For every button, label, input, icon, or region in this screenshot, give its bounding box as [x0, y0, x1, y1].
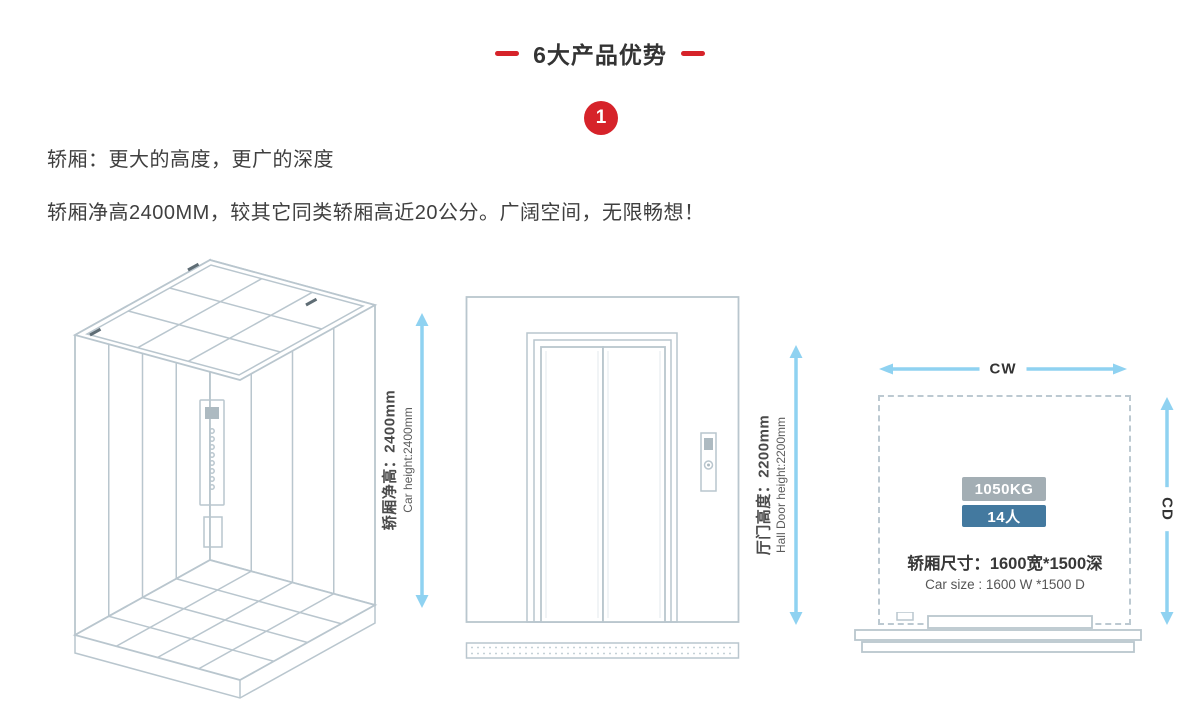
- door-panels: [540, 346, 666, 623]
- door-height-label-en: Hall Door height:2200mm: [774, 416, 788, 554]
- title-dash-right: [680, 50, 705, 56]
- car-ceiling-grid: [72, 259, 378, 381]
- intro-description: 轿厢净高2400MM，较其它同类轿厢高近20公分。广阔空间，无限畅想！: [47, 202, 705, 224]
- plan-door-sill-diagram: [854, 612, 1142, 653]
- door-height-label-cn: 厅门高度：2200mm: [755, 414, 773, 556]
- advantage-number-badge: 1: [584, 101, 618, 135]
- door-height-dimension-arrow: [789, 345, 803, 625]
- car-height-dimension-arrow: [415, 313, 429, 608]
- car-size-label-en: Car size : 1600 W *1500 D: [925, 577, 1085, 592]
- title-dash-left: [495, 50, 520, 56]
- car-tiled-floor: [72, 559, 378, 699]
- intro-heading: 轿厢：更大的高度，更广的深度: [47, 149, 334, 171]
- passenger-capacity-badge: 14人: [962, 505, 1046, 527]
- elevator-car-isometric-diagram: [72, 258, 378, 699]
- car-operating-panel: [199, 399, 225, 548]
- door-sill-band: [465, 642, 740, 659]
- hall-door-diagram: [465, 296, 740, 659]
- car-height-label-cn: 轿厢净高：2400mm: [381, 389, 399, 531]
- load-capacity-badge: 1050KG: [962, 477, 1046, 501]
- hall-call-panel: [700, 432, 717, 492]
- car-size-label-cn: 轿厢尺寸：1600宽*1500深: [907, 555, 1103, 573]
- car-depth-label: CD: [1158, 487, 1176, 531]
- section-header: 6大产品优势: [0, 36, 1200, 70]
- car-width-label: CW: [979, 360, 1027, 378]
- section-title: 6大产品优势: [533, 42, 667, 68]
